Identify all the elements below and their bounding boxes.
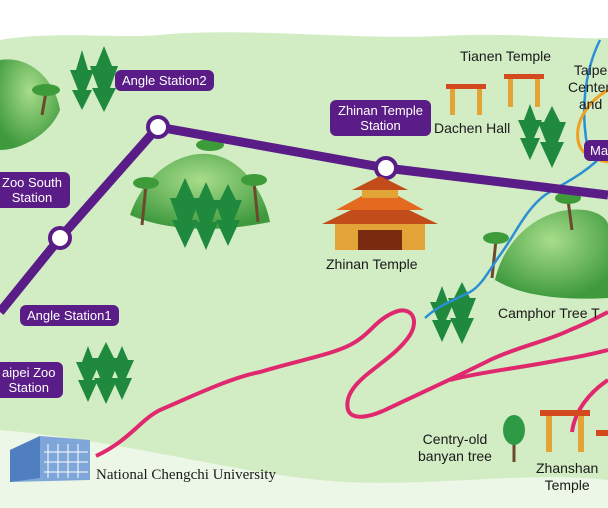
station-label-maokong[interactable]: Ma	[584, 140, 608, 161]
river-upper	[583, 39, 602, 151]
station-label-text: Zhinan Temple	[338, 103, 424, 118]
land-lower-fade	[0, 430, 608, 508]
place-label-zhinan-temple: Zhinan Temple	[326, 256, 418, 272]
station-label-text: aipei Zoo	[2, 365, 56, 380]
station-label-angle2[interactable]: Angle Station2	[115, 70, 214, 91]
banyan-tree-icon	[503, 415, 525, 462]
station-label-angle1[interactable]: Angle Station1	[20, 305, 119, 326]
place-label-taipei: Taipe Centen and	[568, 62, 608, 113]
tree-cluster-camphor	[430, 282, 476, 344]
zhanshan-temple-icon	[540, 410, 608, 452]
place-label-zhanshan: Zhanshan Temple	[536, 460, 598, 494]
hill-right	[495, 209, 608, 299]
place-label-text: Zhanshan	[536, 460, 599, 476]
station-label-text: Zoo South	[2, 175, 62, 190]
station-label-text: Station	[360, 118, 401, 133]
station-label-zoo-south[interactable]: Zoo South Station	[0, 172, 70, 208]
place-label-tianen: Tianen Temple	[460, 48, 552, 64]
place-label-text: banyan tree	[418, 448, 492, 464]
road	[95, 308, 608, 458]
hill-left	[0, 59, 60, 150]
tree-cluster-top	[70, 46, 118, 112]
station-label-text: Angle Station2	[122, 73, 207, 88]
place-label-text: Centen	[568, 79, 608, 95]
station-node-zhinan[interactable]	[374, 156, 398, 180]
station-label-text: Station	[11, 190, 53, 205]
station-node-zoo-south[interactable]	[48, 226, 72, 250]
zhinan-temple-icon	[322, 176, 438, 250]
place-label-text: Taipe	[573, 62, 608, 78]
tianen-temple-icon	[446, 74, 544, 115]
station-node-angle2[interactable]	[146, 115, 170, 139]
place-label-banyan: Centry-old banyan tree	[418, 431, 492, 465]
road-branch	[449, 348, 608, 382]
place-label-nccu: National Chengchi University	[96, 467, 276, 483]
place-label-text: Centry-old	[422, 431, 488, 447]
place-label-text: and	[578, 96, 603, 112]
tree-cluster-right-top	[518, 104, 566, 168]
station-label-zhinan[interactable]: Zhinan Temple Station	[330, 100, 432, 136]
nccu-building-icon	[10, 436, 90, 482]
station-label-text: Ma	[590, 143, 608, 158]
road-right	[570, 378, 608, 433]
place-label-dachen: Dachen Hall	[434, 120, 511, 136]
land-area	[0, 32, 608, 508]
palm-leaves	[32, 84, 581, 244]
place-label-text: Temple	[544, 477, 590, 493]
tree-cluster-center	[170, 178, 242, 250]
station-label-text: Angle Station1	[27, 308, 112, 323]
tree-cluster-zoo	[76, 342, 134, 404]
station-label-text: Station	[8, 380, 49, 395]
station-label-zoo[interactable]: aipei Zoo Station	[0, 362, 64, 398]
river	[424, 149, 608, 319]
place-label-camphor: Camphor Tree T	[498, 305, 600, 321]
